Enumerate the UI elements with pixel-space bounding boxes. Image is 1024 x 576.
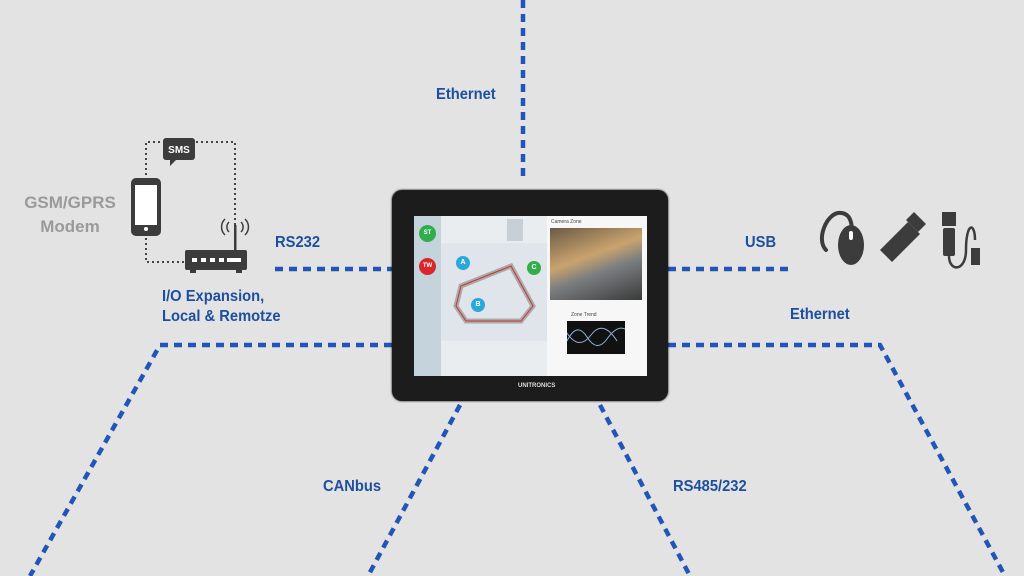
io-expansion-line	[28, 342, 392, 576]
start-button[interactable]: ST	[419, 225, 436, 242]
rs485-line	[598, 403, 692, 576]
camera-feed	[550, 228, 642, 300]
mobile-phone-icon	[131, 178, 161, 236]
ethernet-top-label: Ethernet	[436, 86, 496, 103]
ethernet-right-line	[668, 342, 1007, 576]
camera-title: Camera Zone	[551, 219, 582, 225]
gsm-label-2: Modem	[40, 217, 100, 236]
router-icon	[185, 218, 250, 273]
trend-title: Zone Trend	[571, 312, 597, 318]
io-expansion-label-2: Local & Remotze	[162, 308, 281, 325]
usb-cable-icon	[942, 212, 980, 269]
gsm-modem-label: GSM/GPRS Modem	[20, 191, 120, 239]
conveyor-diagram	[441, 216, 547, 376]
camera-panel: Camera Zone Zone Trend	[547, 216, 647, 376]
rs485-label: RS485/232	[673, 478, 747, 495]
trend-chart	[566, 321, 626, 354]
io-expansion-label-1: I/O Expansion,	[162, 288, 265, 305]
marker-c[interactable]: C	[527, 261, 541, 275]
usb-label: USB	[745, 234, 777, 251]
rs232-label: RS232	[275, 234, 321, 251]
sms-dotted-path	[145, 141, 236, 263]
sms-bubble-icon	[163, 138, 195, 166]
gsm-label-1: GSM/GPRS	[24, 193, 116, 212]
mouse-icon	[819, 210, 864, 265]
unitronics-logo: UNITRONICS	[518, 383, 556, 389]
ethernet-right-label: Ethernet	[790, 306, 850, 323]
stop-button[interactable]: TW	[419, 258, 436, 275]
canbus-label: CANbus	[323, 478, 382, 495]
marker-a[interactable]: A	[456, 256, 470, 270]
hmi-sidebar: ST TW	[414, 216, 441, 376]
marker-b[interactable]: B	[471, 298, 485, 312]
sms-text: SMS	[168, 145, 190, 156]
hmi-panel: ST TW A B C Camera Zone Zone Trend UNITR…	[392, 190, 668, 401]
canbus-line	[366, 403, 462, 576]
hmi-screen: ST TW A B C Camera Zone Zone Trend	[414, 216, 647, 376]
usb-stick-icon	[880, 212, 926, 262]
conveyor-view: A B C	[441, 216, 547, 376]
